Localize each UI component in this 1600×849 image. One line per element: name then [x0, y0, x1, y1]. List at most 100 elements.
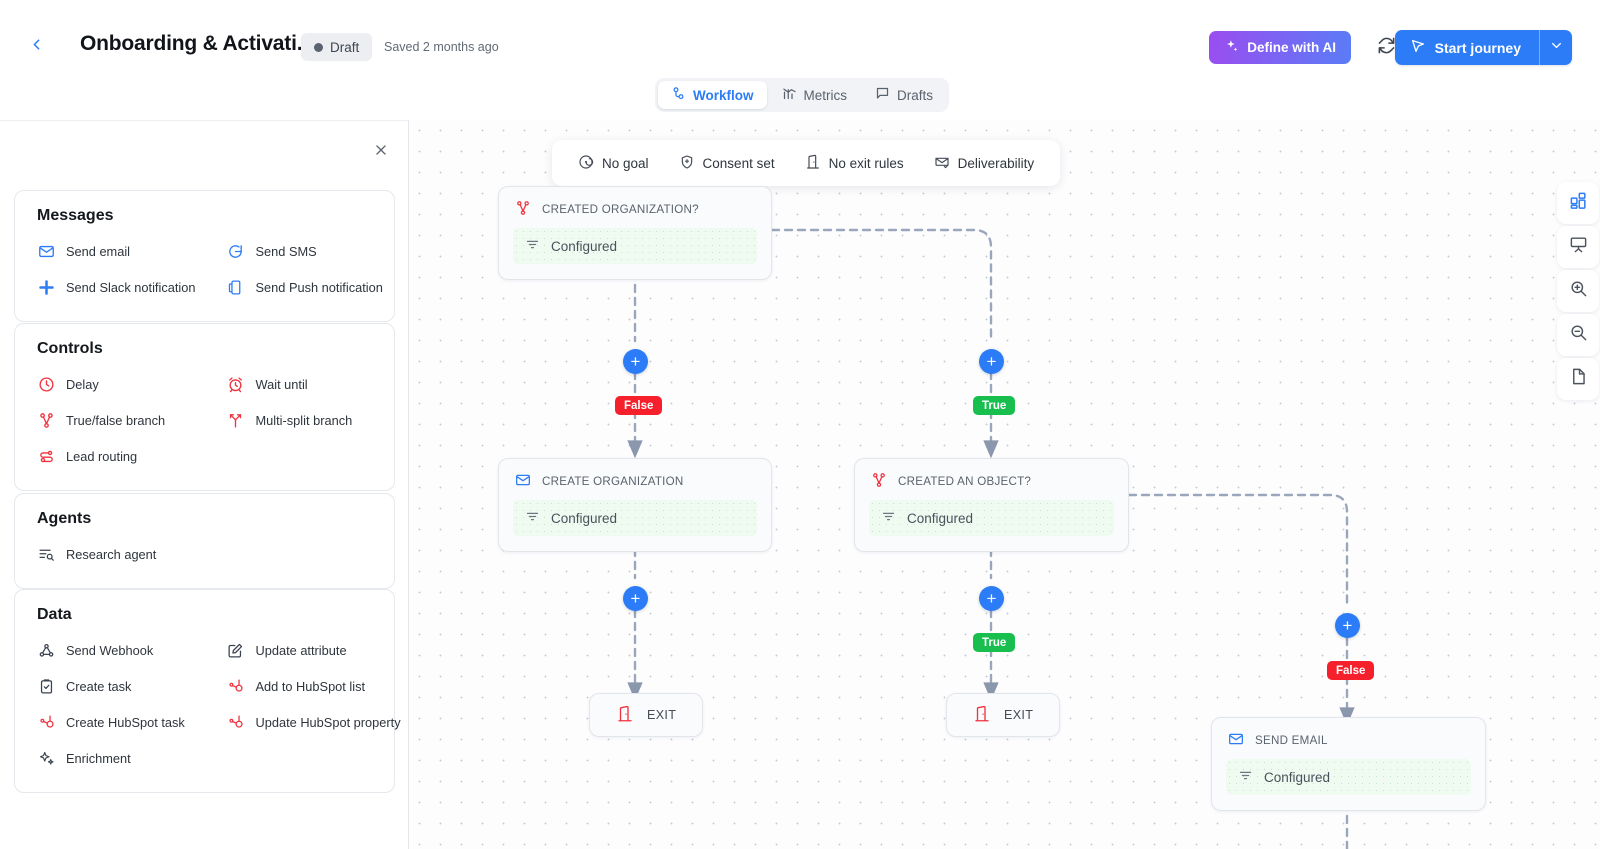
node-created-organization[interactable]: CREATED ORGANIZATION? Configured	[498, 186, 772, 280]
close-icon	[376, 145, 386, 155]
add-node-button-middle-2[interactable]: +	[979, 586, 1004, 611]
edge-badge-label: True	[982, 636, 1007, 649]
steps-sidebar: Messages Send email Send SMS Send Slack …	[0, 120, 409, 849]
sidebar-item-create-task[interactable]: Create task	[15, 668, 205, 704]
node-status-label: Configured	[551, 238, 618, 254]
plus-icon: +	[630, 589, 641, 608]
hubspot-icon	[227, 713, 245, 731]
tab-workflow[interactable]: Workflow	[658, 81, 767, 109]
sidebar-item-label: Update HubSpot property	[255, 714, 401, 730]
alarm-clock-icon	[227, 375, 245, 393]
edge-badge-false-far-right: False	[1327, 661, 1375, 680]
presentation-icon	[1569, 235, 1588, 259]
node-header: CREATED AN OBJECT?	[855, 459, 1128, 500]
refresh-button[interactable]	[1372, 34, 1400, 62]
toolbar-item-label: No goal	[602, 155, 649, 171]
node-exit-middle[interactable]: EXIT	[946, 693, 1061, 737]
node-header: CREATED ORGANIZATION?	[499, 187, 771, 228]
sidebar-item-true-false-branch[interactable]: True/false branch	[15, 402, 205, 438]
tool-presentation-button[interactable]	[1557, 226, 1599, 268]
zoom-out-icon	[1569, 323, 1588, 347]
sidebar-item-send-webhook[interactable]: Send Webhook	[15, 632, 205, 668]
edge-badge-false-left: False	[615, 396, 663, 415]
add-node-button-left[interactable]: +	[623, 349, 648, 374]
sidebar-item-label: Send Push notification	[255, 279, 383, 295]
sidebar-item-delay[interactable]: Delay	[15, 366, 205, 402]
tool-zoom-in-button[interactable]	[1557, 270, 1599, 312]
back-button[interactable]	[22, 33, 50, 61]
node-created-an-object[interactable]: CREATED AN OBJECT? Configured	[854, 458, 1129, 552]
sidebar-item-wait-until[interactable]: Wait until	[205, 366, 395, 402]
node-create-organization[interactable]: CREATE ORGANIZATION Configured	[498, 458, 772, 552]
exit-door-icon	[805, 154, 821, 173]
shield-plus-icon	[679, 154, 695, 173]
sidebar-item-add-to-hubspot-list[interactable]: Add to HubSpot list	[205, 668, 395, 704]
sidebar-item-enrichment[interactable]: Enrichment	[15, 740, 205, 776]
node-title: CREATED ORGANIZATION?	[542, 203, 699, 216]
tool-page-button[interactable]	[1557, 358, 1599, 400]
toolbar-item-no-goal[interactable]: No goal	[566, 148, 661, 178]
plus-icon: +	[986, 589, 997, 608]
sidebar-item-send-email[interactable]: Send email	[15, 233, 205, 269]
section-title: Messages	[37, 207, 114, 224]
edge-badge-true-middle: True	[973, 633, 1016, 652]
define-with-ai-button[interactable]: Define with AI	[1209, 31, 1351, 64]
sidebar-item-create-hubspot-task[interactable]: Create HubSpot task	[15, 704, 205, 740]
filter-icon	[525, 509, 540, 527]
research-agent-icon	[37, 545, 55, 563]
sidebar-item-send-sms[interactable]: Send SMS	[205, 233, 395, 269]
node-exit-left[interactable]: EXIT	[589, 693, 704, 737]
sidebar-item-research-agent[interactable]: Research agent	[15, 536, 205, 572]
sidebar-item-send-push-notification[interactable]: Send Push notification	[205, 269, 395, 305]
sidebar-item-send-slack-notification[interactable]: Send Slack notification	[15, 269, 205, 305]
tool-zoom-out-button[interactable]	[1557, 314, 1599, 356]
toolbar-item-deliverability[interactable]: Deliverability	[922, 148, 1047, 178]
sparkle-icon	[1224, 39, 1239, 57]
sidebar-item-label: True/false branch	[66, 412, 166, 428]
add-node-button-left-2[interactable]: +	[623, 586, 648, 611]
start-journey-button[interactable]: Start journey	[1394, 30, 1539, 65]
start-journey-label: Start journey	[1434, 39, 1521, 56]
sidebar-item-label: Lead routing	[66, 448, 138, 464]
workflow-canvas[interactable]: No goal Consent set No exit rules Delive…	[409, 120, 1600, 849]
sparkle-icon	[37, 749, 55, 767]
sidebar-item-label: Create HubSpot task	[66, 714, 185, 730]
exit-label: EXIT	[647, 708, 677, 722]
chevron-down-icon	[1549, 38, 1564, 58]
sidebar-item-lead-routing[interactable]: Lead routing	[15, 438, 205, 474]
tab-metrics[interactable]: Metrics	[769, 81, 861, 109]
chat-bubble-icon	[227, 242, 245, 260]
section-data: Data Send Webhook Update attribute Creat…	[14, 589, 401, 793]
tool-layout-grid-button[interactable]	[1557, 182, 1599, 224]
sidebar-item-label: Send SMS	[255, 243, 317, 259]
sidebar-item-label: Delay	[66, 376, 99, 392]
close-sidebar-button[interactable]	[370, 139, 392, 161]
plus-icon: +	[986, 352, 997, 371]
start-journey-dropdown-button[interactable]	[1539, 30, 1572, 65]
sidebar-item-label: Add to HubSpot list	[255, 678, 366, 694]
envelope-icon	[515, 472, 531, 491]
tab-drafts[interactable]: Drafts	[862, 81, 946, 109]
toolbar-item-no-exit-rules[interactable]: No exit rules	[793, 148, 916, 178]
node-send-email[interactable]: SEND EMAIL Configured	[1211, 717, 1486, 811]
sidebar-item-update-attribute[interactable]: Update attribute	[205, 632, 395, 668]
sidebar-item-update-hubspot-property[interactable]: Update HubSpot property	[205, 704, 401, 740]
section-agents: Agents Research agent	[14, 493, 395, 589]
filter-icon	[525, 237, 540, 255]
add-node-button-right[interactable]: +	[979, 349, 1004, 374]
status-dot-icon	[314, 42, 323, 52]
status-badge[interactable]: Draft	[301, 33, 373, 61]
sidebar-item-multi-split-branch[interactable]: Multi-split branch	[205, 402, 395, 438]
sidebar-item-label: Multi-split branch	[255, 412, 353, 428]
node-status-label: Configured	[1264, 769, 1331, 785]
toolbar-item-label: Consent set	[702, 155, 775, 171]
node-status-label: Configured	[907, 510, 974, 526]
multi-split-icon	[227, 411, 245, 429]
sidebar-item-label: Send email	[66, 243, 131, 259]
toolbar-item-consent-set[interactable]: Consent set	[667, 148, 787, 178]
exit-label: EXIT	[1004, 708, 1034, 722]
tab-drafts-label: Drafts	[897, 87, 934, 103]
add-node-button-far-right[interactable]: +	[1335, 613, 1360, 638]
branch-icon	[37, 411, 55, 429]
envelope-check-icon	[934, 154, 950, 173]
